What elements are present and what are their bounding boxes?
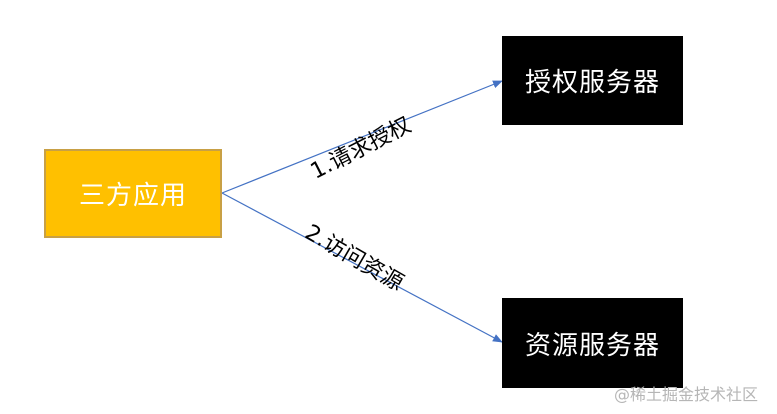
resource-server-label: 资源服务器 — [524, 330, 660, 361]
watermark: @稀土掘金技术社区 — [614, 385, 759, 404]
resource-server-node: 资源服务器 — [502, 298, 683, 388]
client-app-node: 三方应用 — [44, 149, 222, 238]
client-app-label: 三方应用 — [78, 181, 187, 211]
arrow-client-to-auth — [221, 80, 503, 194]
auth-server-node: 授权服务器 — [502, 36, 683, 125]
auth-server-label: 授权服务器 — [524, 68, 660, 98]
arrow-client-to-resource — [221, 192, 503, 343]
